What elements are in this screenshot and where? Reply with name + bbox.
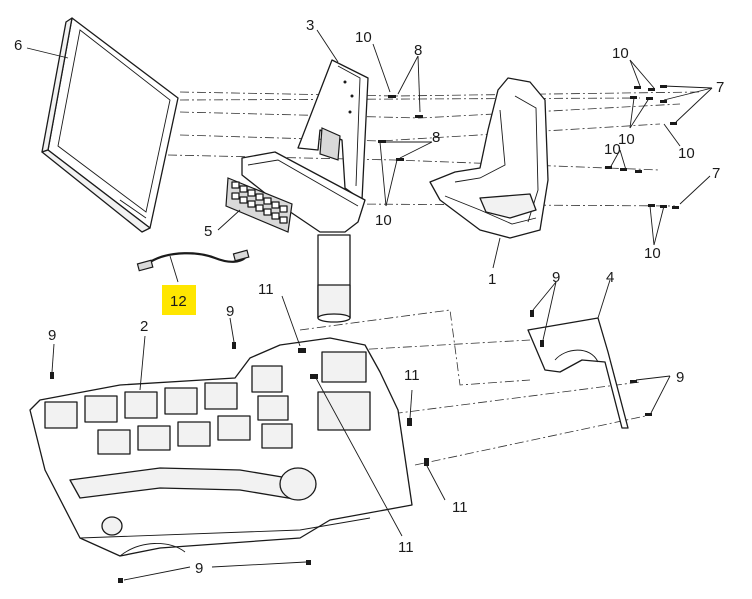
leader-lines <box>26 29 713 581</box>
callout-1: 1 <box>488 271 496 288</box>
callout-11-bottom: 11 <box>398 539 414 556</box>
callout-labels: 1 2 3 4 5 6 7 7 8 8 9 9 9 9 9 10 10 10 1… <box>14 17 724 577</box>
seat-part-1 <box>429 77 549 239</box>
callout-8-upper: 8 <box>414 42 422 59</box>
callout-6: 6 <box>14 37 22 54</box>
callout-10-bottom-center: 10 <box>375 212 392 229</box>
callout-7-lower: 7 <box>712 165 720 182</box>
callout-10-top-right: 10 <box>612 45 629 62</box>
callout-9-bottom: 9 <box>195 560 203 577</box>
callout-10-mid-right: 10 <box>618 131 635 148</box>
callout-4: 4 <box>606 269 614 286</box>
base-part-2 <box>29 337 413 557</box>
callout-12: 12 <box>170 293 187 310</box>
callout-11-top: 11 <box>258 281 274 298</box>
keypad-keys <box>231 181 288 224</box>
callout-12-highlight <box>162 285 196 315</box>
callout-11-right-lower: 11 <box>452 499 468 516</box>
callout-3: 3 <box>306 17 314 34</box>
bracket-part-3 <box>297 59 369 201</box>
callout-9-left: 9 <box>48 327 56 344</box>
monitor-part-6 <box>41 17 179 233</box>
cable-part-12 <box>136 249 250 272</box>
callout-9-plate: 9 <box>552 269 560 286</box>
callout-11-right-upper: 11 <box>404 367 420 384</box>
stand-part-5 <box>225 151 366 323</box>
base-compartments <box>44 351 371 455</box>
callout-2: 2 <box>140 318 148 335</box>
plate-part-4 <box>527 317 629 429</box>
callout-8-lower: 8 <box>432 129 440 146</box>
callout-7-upper: 7 <box>716 79 724 96</box>
fasteners <box>50 85 679 583</box>
callout-9-right: 9 <box>676 369 684 386</box>
callout-5: 5 <box>204 223 212 240</box>
callout-10-top-center: 10 <box>355 29 372 46</box>
callout-9-center: 9 <box>226 303 234 320</box>
callout-10-low-right: 10 <box>644 245 661 262</box>
callout-10-far-right: 10 <box>678 145 695 162</box>
callout-10-mid-left: 10 <box>604 141 621 158</box>
